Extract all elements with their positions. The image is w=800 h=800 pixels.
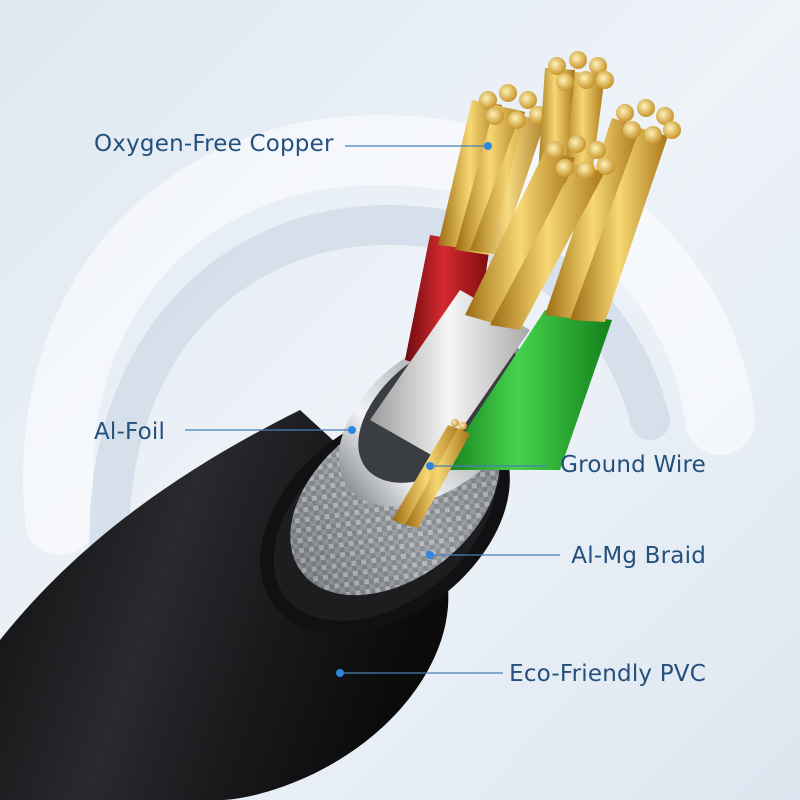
copper-strands-red [438, 84, 547, 255]
callout-dots [336, 142, 492, 677]
label-ground-wire: Ground Wire [560, 452, 706, 478]
label-al-foil: Al-Foil [94, 419, 166, 445]
ground-wire-strands [392, 419, 470, 528]
label-eco-friendly-pvc: Eco-Friendly PVC [509, 661, 706, 687]
label-oxygen-free-copper: Oxygen-Free Copper [94, 131, 334, 157]
copper-strands-white [465, 135, 615, 330]
copper-strands-green [545, 99, 681, 322]
label-al-mg-braid: Al-Mg Braid [571, 543, 706, 569]
leader-lines [185, 145, 560, 674]
